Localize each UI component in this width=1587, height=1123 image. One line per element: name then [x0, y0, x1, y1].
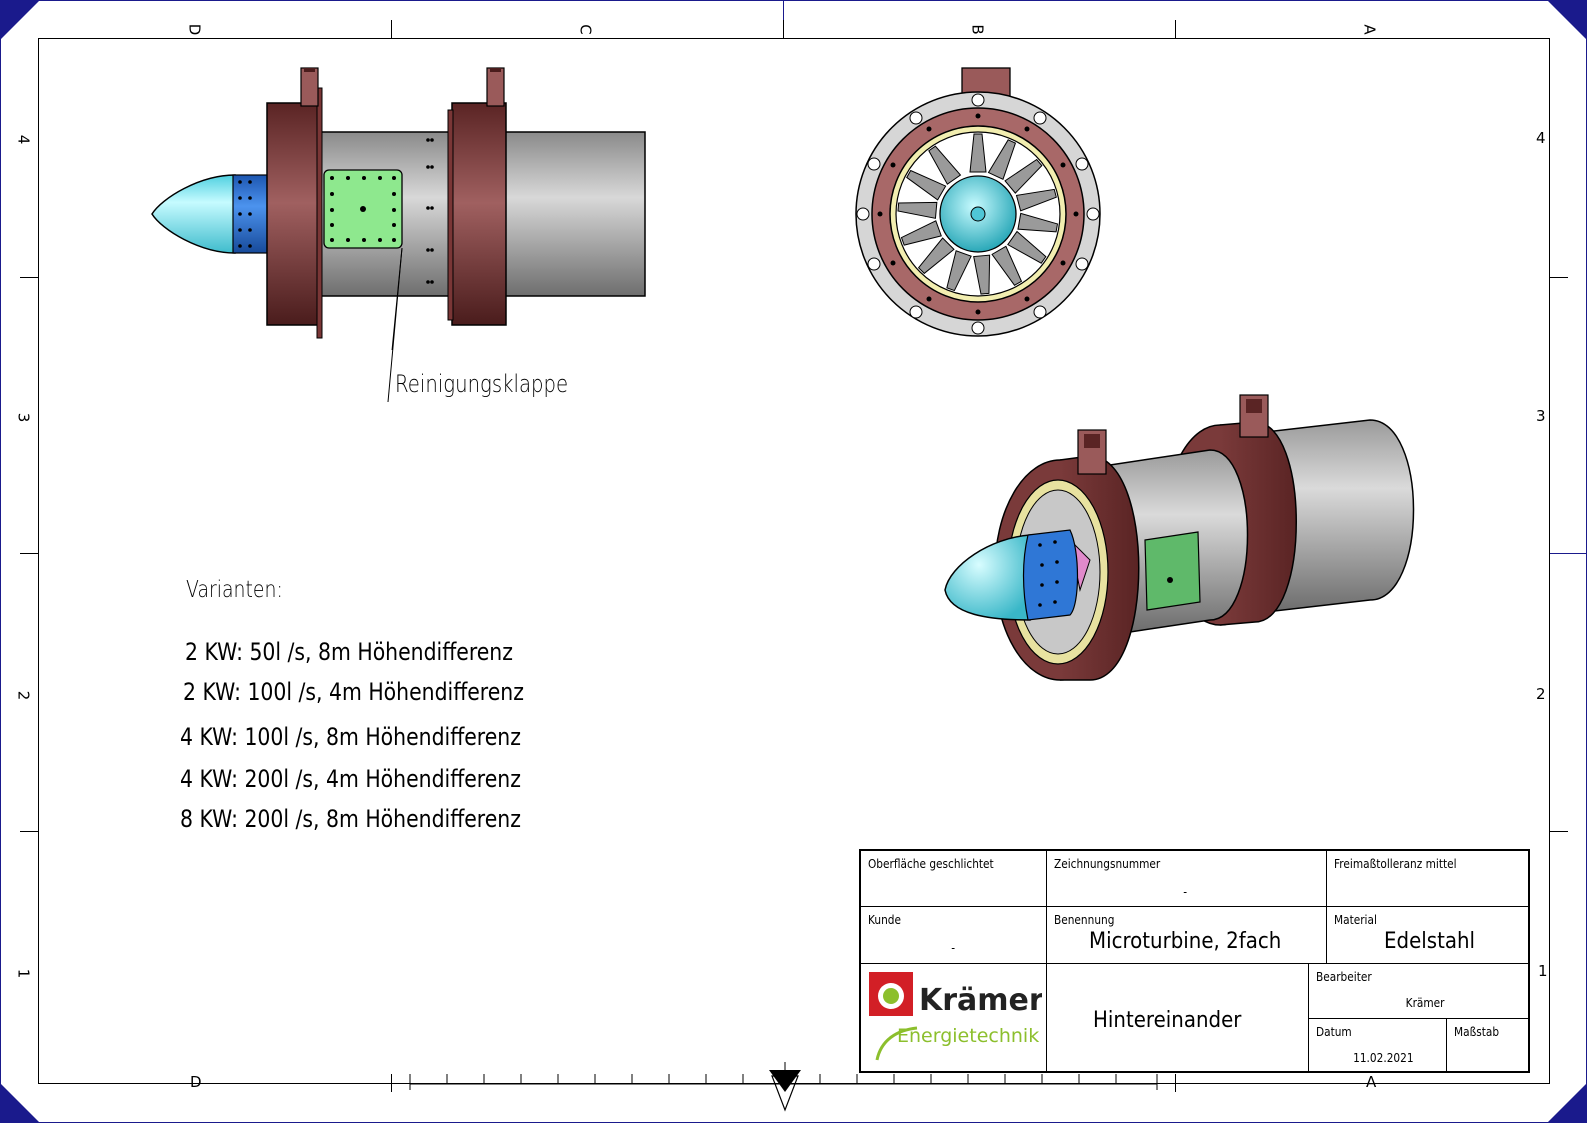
- title-block: Oberfläche geschlichtet Zeichnungsnummer…: [859, 849, 1530, 1073]
- front-view-drawing: [855, 67, 1101, 337]
- center-mark-top: [783, 0, 784, 38]
- surface-label: Oberfläche geschlichtet: [868, 857, 994, 871]
- corner-marker: [1547, 0, 1587, 40]
- zone-number-left: 4: [14, 134, 33, 145]
- date-label: Datum: [1316, 1025, 1352, 1039]
- zone-tick: [783, 20, 784, 38]
- isometric-view-drawing: [944, 394, 1415, 681]
- zone-letter-bottom: A: [1366, 1073, 1377, 1091]
- date-cell: Datum 11.02.2021: [1308, 1018, 1447, 1072]
- zone-number-left: 3: [14, 412, 33, 423]
- variants-title: Varianten:: [186, 577, 283, 603]
- editor-value: Krämer: [1405, 996, 1445, 1010]
- zone-number-right: 1: [1538, 962, 1548, 980]
- drawing-number-value: -: [1183, 885, 1188, 899]
- material-label: Material: [1334, 913, 1377, 927]
- zone-number-left: 1: [14, 968, 33, 979]
- customer-value: -: [951, 941, 956, 955]
- zone-number-right: 4: [1536, 129, 1546, 147]
- material-value: Edelstahl: [1384, 929, 1476, 954]
- name-cell: Benennung Microturbine, 2fach: [1046, 906, 1327, 964]
- editor-cell: Bearbeiter Krämer: [1308, 963, 1529, 1019]
- zone-number-right: 2: [1536, 685, 1546, 703]
- side-view-drawing: [151, 67, 646, 350]
- customer-cell: Kunde -: [860, 906, 1047, 964]
- center-mark-right: [1550, 553, 1587, 554]
- zone-tick: [20, 277, 38, 278]
- variant-item: 4 KW: 100l /s, 8m Höhendifferenz: [180, 723, 521, 751]
- callout-label: Reinigungsklappe: [395, 370, 569, 398]
- zone-tick: [391, 1074, 392, 1092]
- drawing-number-label: Zeichnungsnummer: [1054, 857, 1161, 871]
- zone-tick: [1550, 831, 1568, 832]
- zone-letter-top: A: [1360, 24, 1379, 35]
- name-label: Benennung: [1054, 913, 1115, 927]
- tolerance-cell: Freimaßtolleranz mittel: [1326, 850, 1529, 907]
- corner-marker: [1547, 1083, 1587, 1123]
- surface-cell: Oberfläche geschlichtet: [860, 850, 1047, 907]
- arrangement-value: Hintereinander: [1093, 1008, 1242, 1033]
- customer-label: Kunde: [868, 913, 901, 927]
- name-value: Microturbine, 2fach: [1089, 929, 1282, 954]
- corner-marker: [0, 1083, 40, 1123]
- editor-label: Bearbeiter: [1316, 970, 1372, 984]
- corner-marker: [0, 0, 40, 40]
- logo-name: Krämer: [919, 983, 1042, 1018]
- zone-tick: [20, 831, 38, 832]
- scale-cell: Maßstab: [1446, 1018, 1529, 1072]
- material-cell: Material Edelstahl: [1326, 906, 1529, 964]
- variant-item: 2 KW: 50l /s, 8m Höhendifferenz: [185, 638, 513, 666]
- zone-tick: [1550, 277, 1568, 278]
- zone-tick: [1175, 1074, 1176, 1092]
- scale-ruler: [409, 1062, 1158, 1112]
- variant-item: 2 KW: 100l /s, 4m Höhendifferenz: [183, 678, 524, 706]
- zone-letter-top: D: [185, 23, 204, 36]
- kraemer-logo: Krämer Energietechnik: [869, 972, 1042, 1061]
- zone-letter-bottom: D: [190, 1073, 202, 1091]
- tolerance-label: Freimaßtolleranz mittel: [1334, 857, 1457, 871]
- variant-item: 8 KW: 200l /s, 8m Höhendifferenz: [180, 805, 521, 833]
- zone-tick: [391, 20, 392, 38]
- drawing-number-cell: Zeichnungsnummer -: [1046, 850, 1327, 907]
- zone-tick: [20, 553, 38, 554]
- logo-cell: Krämer Energietechnik: [860, 963, 1047, 1072]
- zone-number-right: 3: [1536, 407, 1546, 425]
- logo-subtitle: Energietechnik: [897, 1025, 1039, 1047]
- zone-letter-top: C: [576, 24, 595, 35]
- callout-leader: [387, 247, 403, 403]
- variant-item: 4 KW: 200l /s, 4m Höhendifferenz: [180, 765, 521, 793]
- scale-label: Maßstab: [1454, 1025, 1500, 1039]
- zone-tick: [1175, 20, 1176, 38]
- arrangement-cell: Hintereinander: [1046, 963, 1309, 1072]
- zone-letter-top: B: [968, 24, 987, 35]
- zone-number-left: 2: [14, 690, 33, 701]
- date-value: 11.02.2021: [1353, 1051, 1414, 1065]
